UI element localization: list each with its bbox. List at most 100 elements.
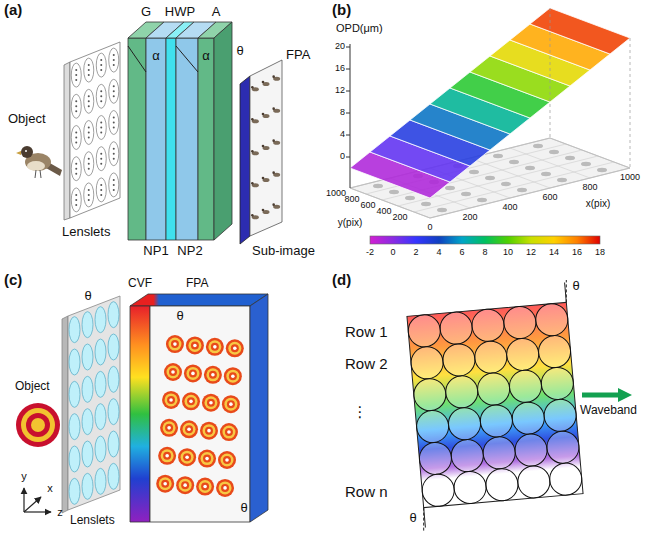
- lenslet-dot: [100, 127, 102, 129]
- bird-figure: [40, 170, 41, 178]
- part-label: Sub-image: [252, 244, 315, 258]
- lenslet-dot: [75, 137, 77, 139]
- sub-image-ring: [202, 394, 220, 412]
- sub-image-ring: [226, 370, 239, 383]
- opd-surface: [350, 8, 630, 198]
- polarizer-stack: [176, 38, 198, 240]
- sub-image-ring: [185, 455, 189, 459]
- lenslet-dot: [113, 158, 115, 160]
- sub-image: [557, 178, 567, 182]
- sub-image: [251, 150, 254, 153]
- sub-image-ring: [189, 400, 193, 404]
- sub-image-ring: [186, 367, 199, 380]
- lenslet-dot: [88, 158, 90, 160]
- sub-aperture: [546, 430, 581, 465]
- axis-title: x(pix): [586, 198, 610, 209]
- floor-grid: [510, 148, 590, 178]
- sub-image-ring: [178, 448, 196, 466]
- sub-image-ring: [226, 339, 244, 357]
- lenslet-dot: [100, 90, 102, 92]
- lenslet: [96, 116, 106, 140]
- lenslet: [109, 79, 119, 103]
- lenslet-dot: [75, 194, 77, 196]
- lenslet: [109, 111, 119, 135]
- lenslet-array: [68, 296, 120, 510]
- sub-image-ring: [199, 480, 212, 493]
- sub-image-ring: [227, 400, 235, 408]
- polarizer-stack: [176, 46, 198, 72]
- z-axis: [346, 8, 630, 188]
- lenslet: [96, 178, 106, 202]
- sub-image-ring: [165, 393, 178, 406]
- lenslet-dot: [88, 100, 90, 102]
- lenslet: [95, 307, 106, 333]
- sub-image-ring: [203, 485, 207, 489]
- sub-image-ring: [169, 398, 173, 402]
- lenslet-dot: [100, 132, 102, 134]
- sub-image-ring: [213, 345, 217, 349]
- sub-image-ring: [160, 419, 178, 437]
- sub-aperture: [534, 302, 569, 337]
- lenslet: [95, 468, 106, 494]
- lenslet: [82, 441, 93, 467]
- sub-image-ring: [222, 426, 235, 439]
- sub-image-ring: [161, 480, 169, 488]
- lenslet: [96, 84, 106, 108]
- sub-image-ring: [231, 374, 235, 378]
- object-logo: [16, 403, 60, 447]
- sub-image: [262, 81, 265, 84]
- lenslet-array: [70, 42, 120, 218]
- part-label: NP2: [177, 244, 202, 258]
- colorbar-tick: 0: [390, 248, 395, 258]
- angle-symbol: θ: [572, 279, 579, 293]
- axis-tick-mark: [346, 113, 350, 114]
- lenslet-dot: [100, 100, 102, 102]
- lenslet: [109, 142, 119, 166]
- lenslet-dot: [113, 90, 115, 92]
- lenslet-dot: [88, 69, 90, 71]
- angle-symbol: θ: [84, 289, 91, 303]
- lenslet: [69, 349, 80, 375]
- axis-tick: 600: [360, 201, 375, 211]
- sub-image-ring: [218, 451, 236, 469]
- sub-image-ring: [226, 339, 244, 357]
- waveband-arrow: [618, 388, 632, 402]
- z-axis: [630, 38, 631, 168]
- colorbar-tick: 16: [572, 248, 582, 258]
- axis-tick: 12: [335, 86, 345, 96]
- angle-guide: [423, 508, 424, 532]
- part-label: Lenslets: [70, 514, 115, 527]
- part-label: A: [212, 5, 221, 19]
- sub-image-ring: [167, 426, 171, 430]
- sub-image-ring: [188, 339, 201, 352]
- sub-image: [469, 170, 479, 174]
- sub-image-ring: [220, 423, 238, 441]
- axis-tick: 1000: [620, 173, 640, 183]
- lenslet: [84, 89, 94, 113]
- sub-image-ring: [225, 428, 233, 436]
- sub-image-ring: [168, 338, 181, 351]
- lenslet: [82, 376, 93, 402]
- lenslet: [96, 147, 106, 171]
- lenslet: [84, 121, 94, 145]
- lenslet-dot: [75, 74, 77, 76]
- sub-image: [501, 182, 511, 186]
- sub-aperture: [540, 366, 575, 401]
- sub-image: [493, 154, 503, 158]
- cvf-fpa-slab: [150, 306, 250, 522]
- sub-image-ring: [202, 394, 220, 412]
- lenslet-dot: [75, 173, 77, 175]
- sub-image: [272, 171, 275, 174]
- part-label: FPA: [186, 277, 208, 290]
- cvf-fpa-slab: [130, 294, 268, 306]
- floor-grid: [430, 168, 630, 218]
- axis-tick-mark: [346, 47, 350, 48]
- lenslet: [109, 173, 119, 197]
- waveband-grid: [405, 282, 585, 527]
- lenslet-dot: [113, 148, 115, 150]
- sub-image-ring: [181, 481, 189, 489]
- lenslet-dot: [88, 194, 90, 196]
- axis-tick: 0: [340, 152, 345, 162]
- sub-image-ring: [187, 427, 191, 431]
- sub-image-ring: [184, 364, 202, 382]
